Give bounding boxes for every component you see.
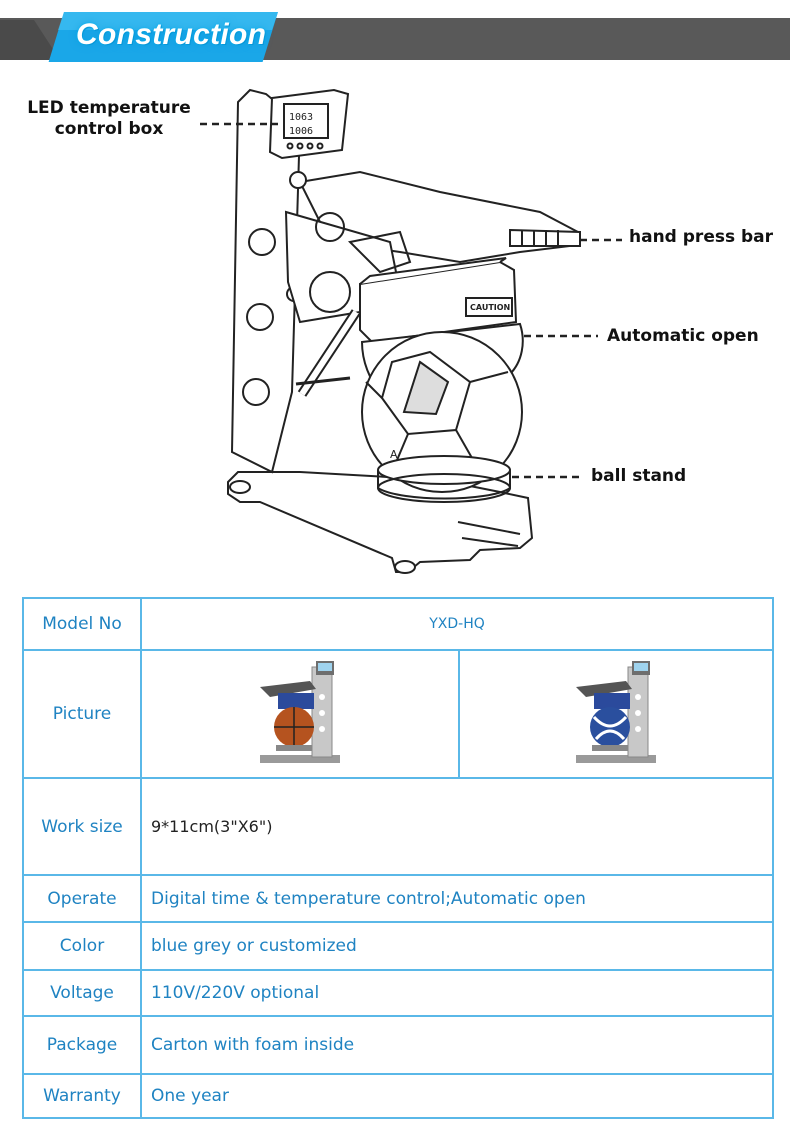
color-value: blue grey or customized xyxy=(140,921,774,971)
table-row: Model No YXD-HQ xyxy=(22,597,774,651)
heat-press-line-drawing: 1063 1006 CAUTION A xyxy=(200,88,622,574)
svg-text:1063: 1063 xyxy=(289,112,313,123)
caution-label: CAUTION xyxy=(470,303,510,312)
warranty-value: One year xyxy=(140,1073,774,1119)
spec-table: Model No YXD-HQ Picture xyxy=(22,597,774,1119)
callout-led-control-box: LED temperature control box xyxy=(27,98,191,139)
product-photo-basketball xyxy=(260,661,340,763)
callout-automatic-open: Automatic open xyxy=(607,326,759,346)
table-row: Operate Digital time & temperature contr… xyxy=(22,874,774,923)
model-value: YXD-HQ xyxy=(140,597,774,651)
product-photo-volleyball xyxy=(576,661,656,763)
construction-diagram: 1063 1006 CAUTION A xyxy=(0,62,790,590)
svg-text:A: A xyxy=(390,448,398,461)
table-row: Voltage 110V/220V optional xyxy=(22,969,774,1017)
svg-text:1006: 1006 xyxy=(289,126,313,137)
callout-hand-press-bar: hand press bar xyxy=(629,227,774,247)
table-row: Warranty One year xyxy=(22,1073,774,1119)
voltage-label: Voltage xyxy=(22,969,142,1017)
operate-label: Operate xyxy=(22,874,142,923)
voltage-value: 110V/220V optional xyxy=(140,969,774,1017)
header-banner-graphic xyxy=(0,12,790,64)
work-size-value: 9*11cm(3"X6") xyxy=(140,777,774,876)
section-header: Construction xyxy=(0,0,790,64)
page-title: Construction xyxy=(76,18,267,51)
table-row: Work size 9*11cm(3"X6") xyxy=(22,777,774,876)
operate-value: Digital time & temperature control;Autom… xyxy=(140,874,774,923)
package-label: Package xyxy=(22,1015,142,1075)
work-size-label: Work size xyxy=(22,777,142,876)
callout-ball-stand: ball stand xyxy=(591,466,687,486)
warranty-label: Warranty xyxy=(22,1073,142,1119)
color-label: Color xyxy=(22,921,142,971)
model-label: Model No xyxy=(22,597,142,651)
table-row: Picture xyxy=(22,649,774,779)
table-row: Package Carton with foam inside xyxy=(22,1015,774,1075)
product-photo-cell xyxy=(140,649,460,779)
product-photo-cell xyxy=(458,649,774,779)
table-row: Color blue grey or customized xyxy=(22,921,774,971)
package-value: Carton with foam inside xyxy=(140,1015,774,1075)
picture-label: Picture xyxy=(22,649,142,779)
